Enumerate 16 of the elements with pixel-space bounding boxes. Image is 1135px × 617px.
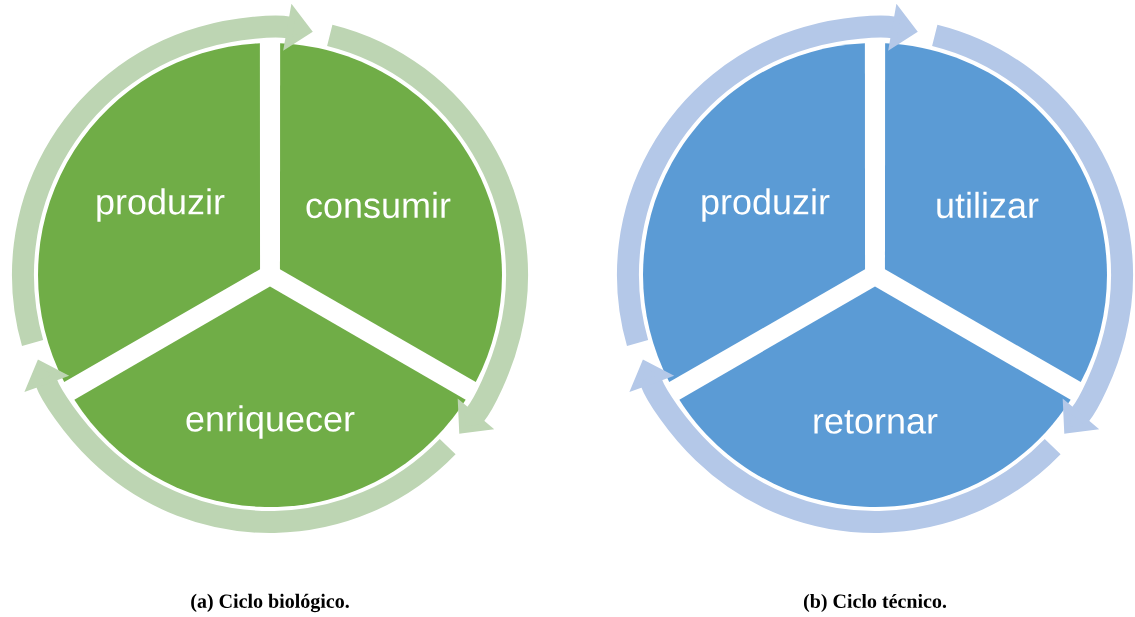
caption: (b) Ciclo técnico. bbox=[803, 593, 947, 613]
cycle-sector: produzir bbox=[643, 43, 866, 383]
node-label: retornar bbox=[814, 410, 938, 434]
node-label: utilizar bbox=[937, 191, 1039, 219]
node-label: produzir bbox=[702, 188, 830, 222]
node-label: consumir bbox=[306, 191, 451, 219]
cycle-sector: utilizar bbox=[884, 43, 1107, 383]
cycle-sector: enriquecer bbox=[74, 286, 466, 507]
cycle-arrow bbox=[931, 24, 1133, 434]
cycle-sector: produzir bbox=[38, 43, 261, 383]
cycle-sector: retornar bbox=[679, 286, 1071, 507]
caption: (a) Ciclo biológico. bbox=[191, 593, 349, 613]
node-label: enriquecer bbox=[186, 405, 355, 439]
node-label: produzir bbox=[97, 188, 225, 222]
cycle-sector: consumir bbox=[279, 43, 502, 383]
cycle-arrow bbox=[326, 24, 528, 434]
